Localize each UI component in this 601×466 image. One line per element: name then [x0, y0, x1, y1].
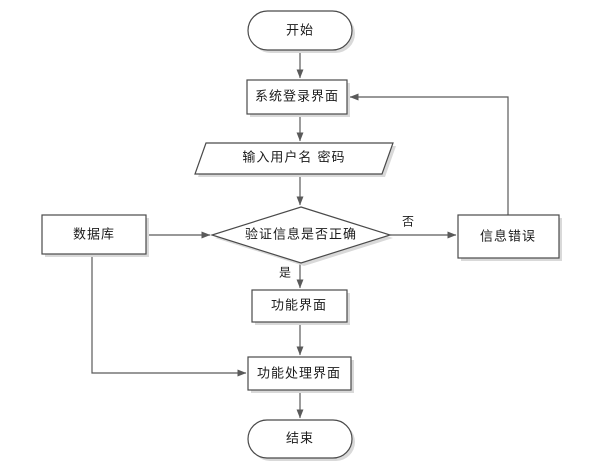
node-start[interactable]: 开始 [247, 10, 355, 53]
node-end[interactable]: 结束 [247, 419, 355, 461]
node-function-screen[interactable]: 功能界面 [251, 289, 350, 325]
node-login-screen[interactable]: 系统登录界面 [246, 79, 350, 117]
node-function-process-screen[interactable]: 功能处理界面 [247, 356, 354, 393]
node-input-credentials[interactable]: 输入用户名 密码 [194, 142, 396, 177]
edge-label-yes: 是 [279, 266, 291, 280]
node-function-screen-label: 功能界面 [271, 299, 327, 314]
node-login-screen-label: 系统登录界面 [255, 90, 339, 105]
node-database-label: 数据库 [73, 227, 115, 243]
node-function-process-screen-label: 功能处理界面 [257, 367, 341, 382]
edge-label-no: 否 [402, 215, 414, 229]
edge-database-to-function-process [91, 257, 247, 377]
node-verify-decision[interactable]: 验证信息是否正确 [210, 206, 393, 266]
edge-error-to-login-feedback [349, 93, 509, 215]
node-start-label: 开始 [286, 24, 314, 39]
node-end-label: 结束 [286, 432, 314, 447]
node-input-credentials-label: 输入用户名 密码 [242, 150, 345, 166]
node-verify-decision-label: 验证信息是否正确 [245, 227, 357, 243]
node-database[interactable]: 数据库 [41, 214, 149, 257]
node-info-error[interactable]: 信息错误 [457, 214, 562, 261]
node-info-error-label: 信息错误 [480, 229, 536, 245]
